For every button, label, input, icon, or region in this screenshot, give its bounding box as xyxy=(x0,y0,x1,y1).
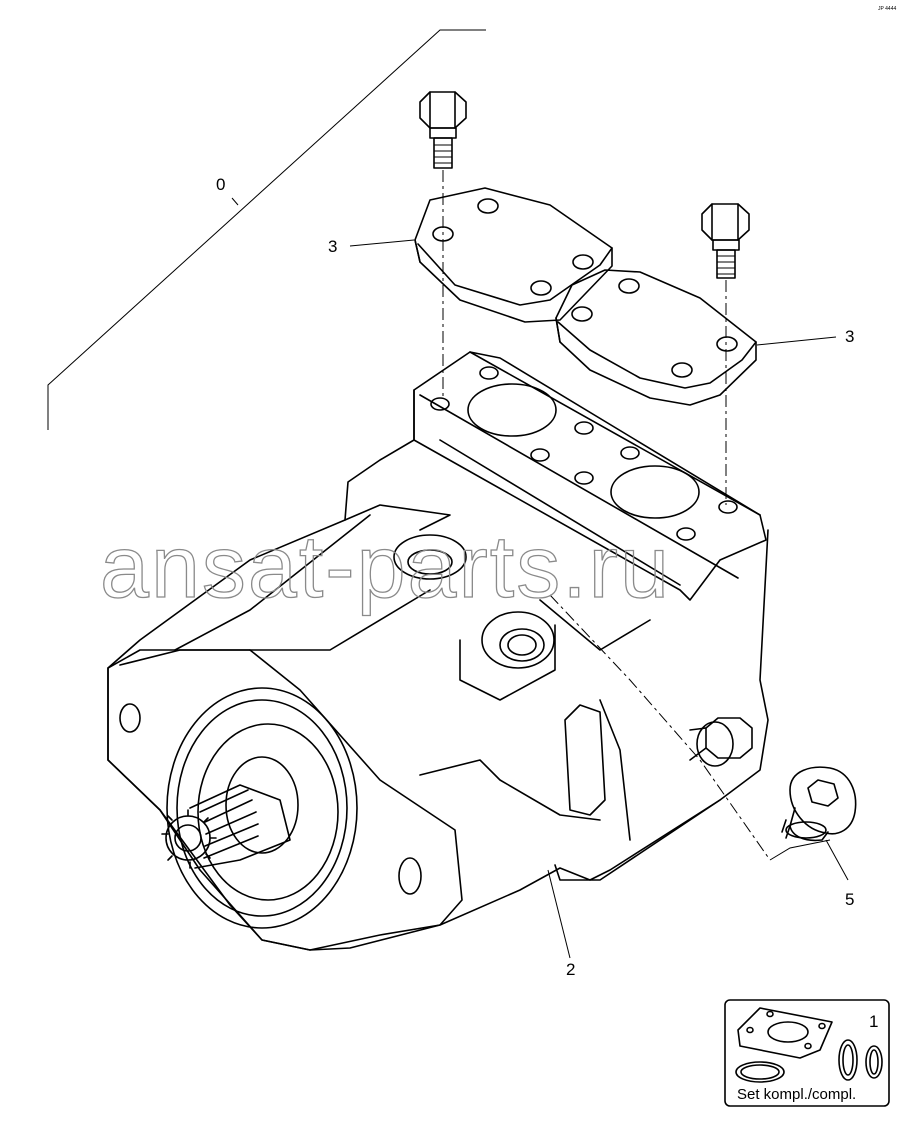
flange-plate-left xyxy=(414,187,613,323)
axis-line-plug xyxy=(549,594,771,861)
watermark-text: ansat-parts.ru xyxy=(100,517,671,616)
corner-code: JP 4444 xyxy=(878,6,896,12)
leader-3-left xyxy=(349,239,415,247)
seal-kit-inset xyxy=(724,999,890,1107)
bolt-left xyxy=(419,91,467,169)
callout-3-right: 3 xyxy=(845,327,854,346)
flange-plate-right xyxy=(555,269,757,406)
pump-body xyxy=(107,351,769,951)
kit-label: Set kompl./compl. xyxy=(737,1086,856,1103)
bolt-right xyxy=(701,203,750,279)
leader-5 xyxy=(825,839,849,881)
leader-5-bracket xyxy=(769,839,831,861)
callout-0: 0 xyxy=(216,175,225,194)
callout-3-left: 3 xyxy=(328,237,337,256)
leader-3-right xyxy=(756,336,837,346)
leader-2 xyxy=(547,869,571,959)
callout-1: 1 xyxy=(869,1012,878,1031)
assembly-bracket xyxy=(47,29,486,430)
plug-screw xyxy=(781,766,857,842)
callout-5: 5 xyxy=(845,890,854,909)
callout-2: 2 xyxy=(566,960,575,979)
